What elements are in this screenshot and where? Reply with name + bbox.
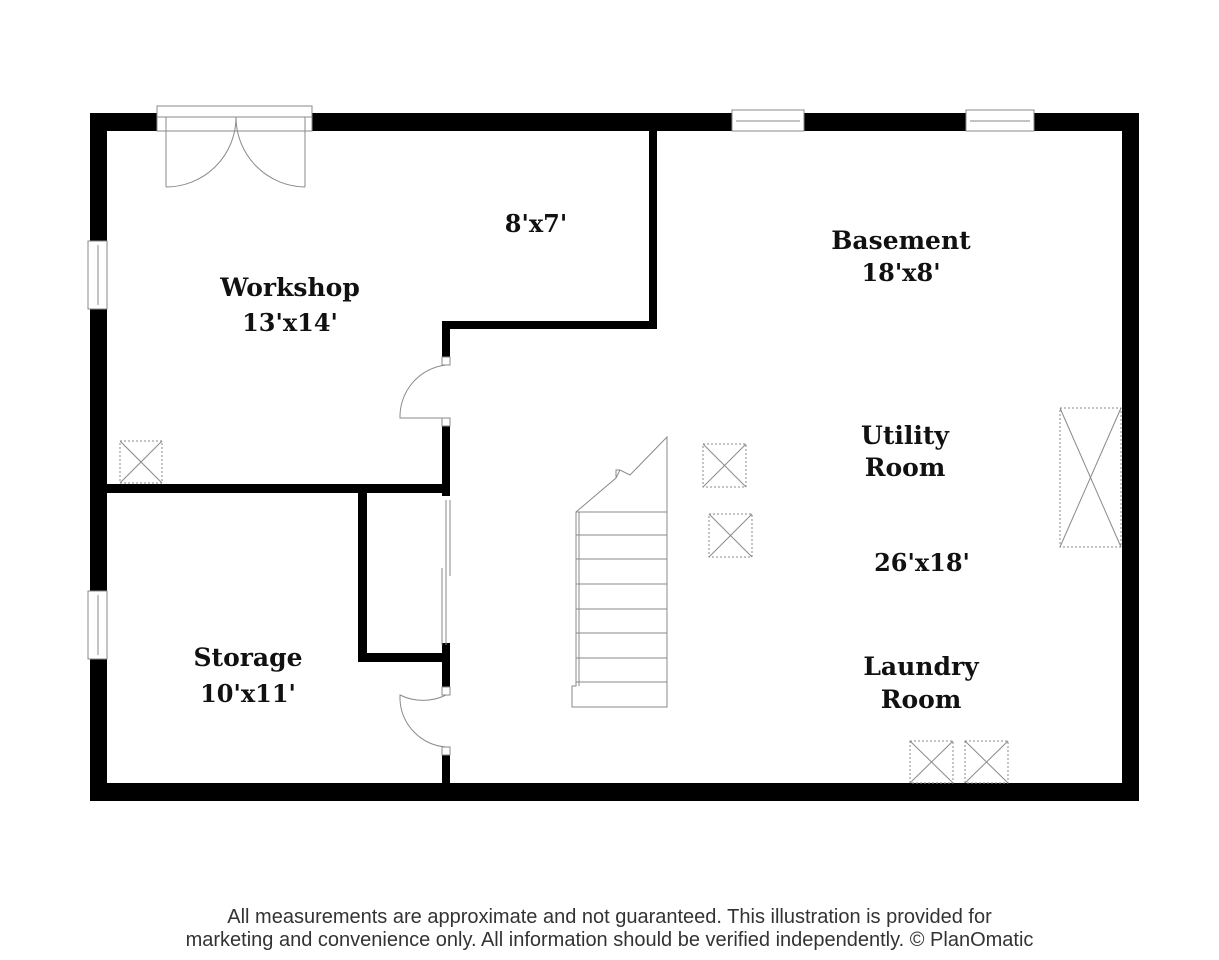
storage-size: 10'x11' [200, 679, 296, 708]
wall-closet-bottom [442, 321, 657, 329]
door-jamb-workshop-bottom [441, 417, 451, 427]
door-jamb-storage-top [441, 686, 451, 696]
workshop-size: 13'x14' [242, 308, 338, 337]
staircase [571, 435, 668, 708]
wall-nook-left [358, 488, 367, 662]
laundry-name-line2: Room [881, 685, 962, 714]
door-jamb-workshop-top [441, 356, 451, 366]
wall-right [1122, 113, 1139, 801]
disclaimer-line-1: All measurements are approximate and not… [227, 906, 992, 928]
door-jamb-storage-bottom [441, 746, 451, 756]
doors [165, 116, 451, 756]
wall-nook-bottom [358, 653, 450, 662]
double-door-left-swing [165, 116, 237, 188]
door-storage-swing [399, 694, 447, 748]
wall-workshop-east-upper [442, 321, 450, 357]
dryer [964, 740, 1009, 784]
workshop-name: Workshop [219, 273, 360, 302]
washer [909, 740, 954, 784]
door-workshop-swing [399, 364, 447, 419]
basement-size: 18'x8' [861, 258, 940, 287]
fixtures [119, 407, 1122, 784]
room-labels: Workshop 13'x14' 8'x7' Basement 18'x8' U… [193, 209, 980, 714]
window-double-door-frame [156, 105, 313, 132]
wall-workshop-east-lower [442, 426, 450, 496]
wall-closet-right [649, 131, 657, 329]
double-door-right-swing [235, 116, 306, 188]
wall-bottom [90, 783, 1139, 801]
utility-fixture-2 [708, 513, 753, 558]
wall-storage-east-lower [442, 755, 450, 785]
workshop-fixture [119, 440, 163, 484]
disclaimer: All measurements are approximate and not… [0, 906, 1219, 952]
utility-size: 26'x18' [874, 548, 970, 577]
stair-landing-notch [615, 469, 620, 478]
closet-size: 8'x7' [505, 209, 567, 238]
stair-outline [571, 435, 668, 708]
wall-storage-east-upper [442, 643, 450, 687]
utility-name-line1: Utility [861, 421, 950, 450]
basement-name: Basement [831, 226, 971, 255]
wall-left [90, 113, 107, 801]
utility-tall-fixture [1059, 407, 1122, 548]
interior-walls [107, 131, 657, 785]
wall-workshop-storage [107, 484, 450, 493]
storage-name: Storage [193, 643, 302, 672]
disclaimer-line-2: marketing and convenience only. All info… [185, 929, 1034, 951]
laundry-name-line1: Laundry [863, 652, 980, 681]
wall-top [90, 113, 1139, 131]
utility-fixture-1 [702, 443, 747, 488]
utility-name-line2: Room [865, 453, 946, 482]
